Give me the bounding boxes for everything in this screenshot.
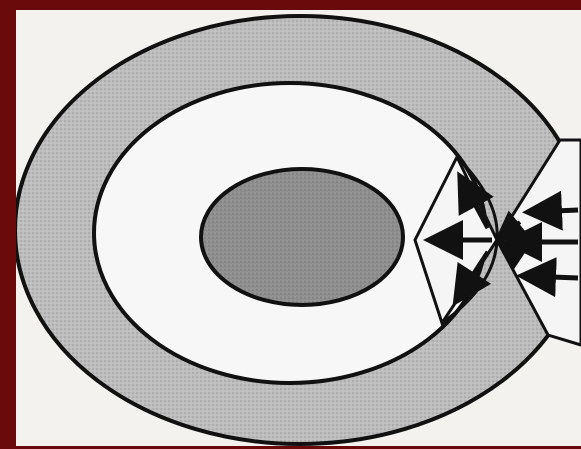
arrow-left-bottom: [526, 276, 578, 278]
central-core: [201, 169, 403, 305]
arrow-left-top: [532, 210, 578, 212]
